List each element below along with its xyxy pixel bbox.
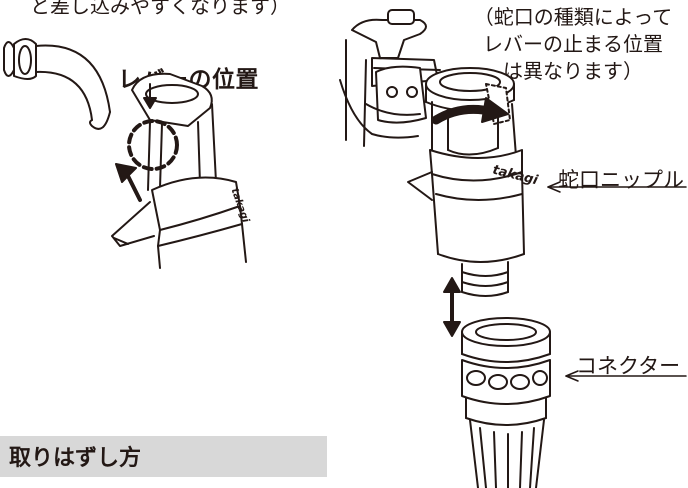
connector-pointer-head — [565, 370, 579, 382]
rotate-arrowhead — [481, 97, 509, 123]
note-line-1: （蛇口の種類によって — [473, 5, 673, 29]
connector-drawing — [461, 317, 551, 488]
lever-pointer-head — [143, 97, 157, 109]
note-line-2: レバーの止まる位置 — [483, 32, 663, 56]
connect-arrow-up — [443, 277, 461, 293]
nipple-pointer-head — [547, 181, 561, 193]
remove-section-title: 取りはずし方 — [9, 446, 142, 471]
hose-pipe-drawing — [3, 38, 111, 130]
note-line-3: は異なります） — [503, 59, 643, 83]
remove-section-band — [0, 436, 327, 477]
top-caption-fragment: と差し込みやすくなります） — [30, 0, 290, 18]
faucet-nipple-label: 蛇口ニップル — [558, 168, 684, 192]
connect-arrow-down — [443, 321, 461, 337]
faucet-type-note: （蛇口の種類によって レバーの止まる位置 は異なります） — [458, 4, 688, 85]
faucet-nipple-drawing — [407, 67, 525, 297]
insert-direction-arrowhead — [115, 163, 137, 183]
connector-label: コネクター — [576, 354, 681, 378]
lever-highlight-circle — [127, 119, 179, 171]
faucet-drawing — [339, 9, 441, 147]
left-nipple-drawing — [111, 72, 247, 269]
